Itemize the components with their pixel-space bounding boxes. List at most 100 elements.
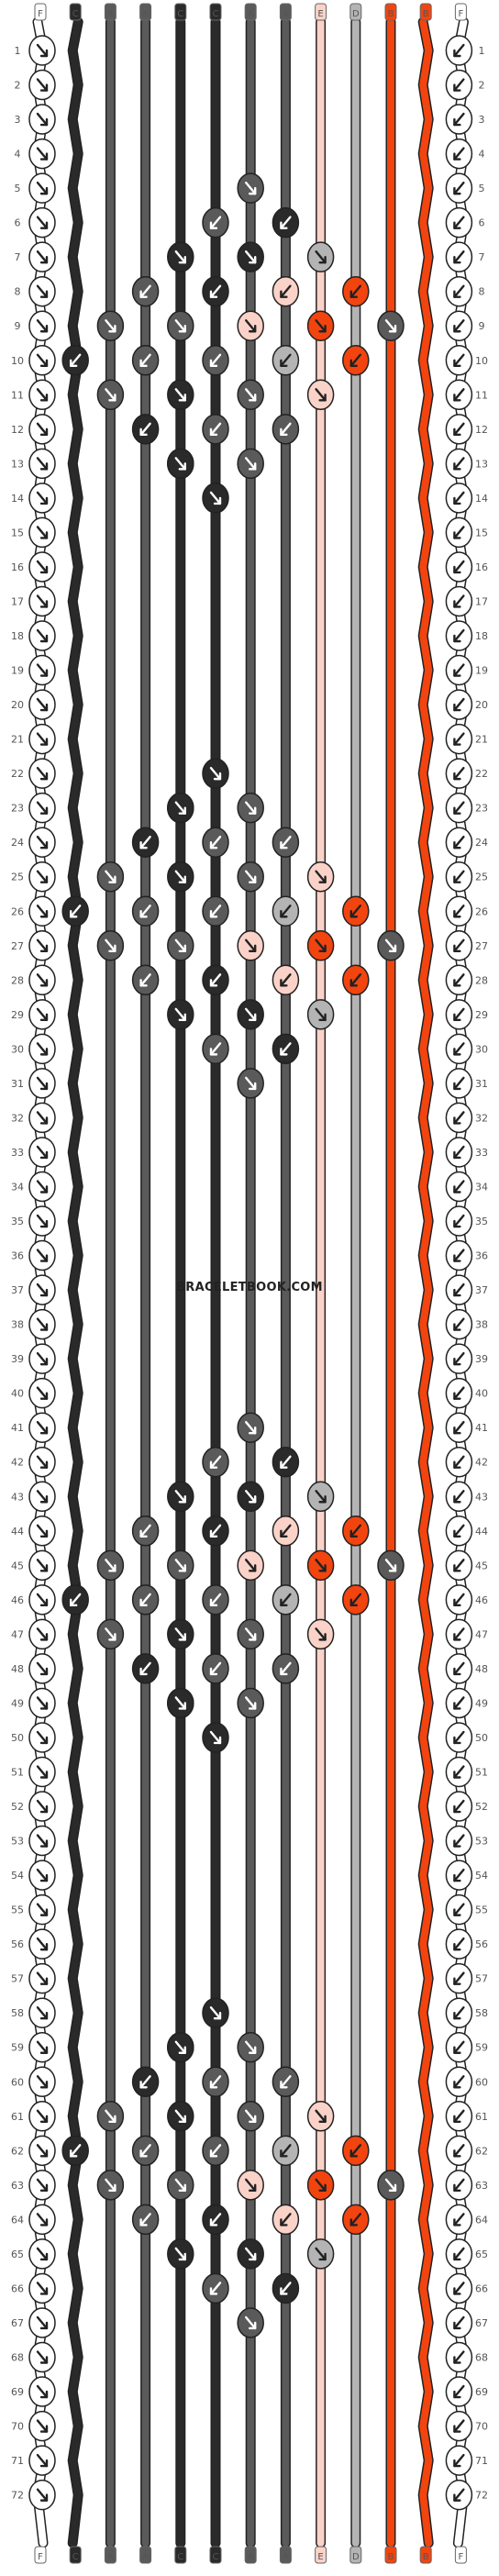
edge-knot-right: [445, 35, 473, 66]
edge-knot-left: [28, 275, 56, 307]
row-number-left: 37: [11, 1284, 24, 1296]
edge-knot-right: [445, 861, 473, 893]
pattern-knot: [96, 1618, 125, 1650]
row-number-right: 14: [475, 493, 488, 505]
string-color-swatch-top: [174, 3, 187, 21]
edge-knot-left: [28, 1274, 56, 1305]
pattern-knot: [131, 345, 160, 376]
edge-knot-right: [445, 689, 473, 720]
edge-knot-right: [445, 2445, 473, 2476]
pattern-knot: [96, 2170, 125, 2201]
string-letter-bottom: C: [177, 2552, 183, 2562]
pattern-knot: [306, 2101, 335, 2132]
edge-knot-left: [28, 2376, 56, 2407]
pattern-knot: [306, 241, 335, 272]
row-number-left: 14: [11, 493, 24, 505]
row-number-right: 47: [475, 1628, 488, 1640]
edge-knot-right: [445, 999, 473, 1030]
edge-knot-left: [28, 1446, 56, 1478]
row-number-right: 43: [475, 1491, 488, 1503]
row-number-right: 55: [475, 1904, 488, 1916]
row-number-right: 51: [475, 1767, 488, 1779]
string-color-swatch-bottom: [279, 2546, 292, 2564]
row-number-right: 40: [475, 1388, 488, 1400]
pattern-knot: [272, 1584, 300, 1616]
pattern-knot: [202, 895, 229, 927]
pattern-knot: [237, 999, 264, 1030]
pattern-knot: [167, 2101, 194, 2132]
pattern-knot: [167, 861, 194, 893]
string-color-swatch-bottom: [244, 2546, 257, 2564]
edge-knot-right: [445, 2479, 473, 2511]
pattern-knot: [167, 2238, 194, 2270]
edge-knot-left: [28, 172, 56, 204]
pattern-knot: [167, 1481, 194, 1513]
pattern-knot: [167, 310, 194, 341]
pattern-knot: [272, 2066, 300, 2098]
edge-knot-left: [28, 2101, 56, 2132]
pattern-knot: [237, 1481, 264, 1513]
string-letter-top: A: [107, 9, 114, 19]
edge-knot-left: [28, 1171, 56, 1203]
edge-knot-right: [445, 2272, 473, 2304]
string-color-swatch-bottom: [315, 2546, 327, 2564]
string-letter-bottom: A: [283, 2552, 289, 2562]
pattern-knot: [131, 2135, 160, 2167]
row-number-right: 15: [475, 527, 488, 539]
connector-knot: [167, 1687, 194, 1719]
edge-knot-left: [28, 1687, 56, 1719]
row-number-left: 36: [11, 1250, 24, 1262]
edge-knot-right: [445, 483, 473, 514]
row-number-left: 38: [11, 1319, 24, 1331]
edge-knot-left: [28, 1033, 56, 1065]
edge-knot-left: [28, 1584, 56, 1616]
pattern-knot: [96, 2101, 125, 2132]
pattern-knot: [272, 1033, 300, 1065]
pattern-knot: [202, 964, 229, 996]
edge-knot-left: [28, 689, 56, 720]
edge-knot-left: [28, 861, 56, 893]
edge-knot-left: [28, 1205, 56, 1237]
pattern-knot: [342, 1584, 370, 1616]
edge-knot-left: [28, 1722, 56, 1753]
pattern-knot: [202, 1446, 229, 1478]
edge-knot-right: [445, 2307, 473, 2338]
edge-knot-left: [28, 1377, 56, 1409]
row-number-left: 13: [11, 458, 24, 470]
string-color-swatch-bottom: [69, 2546, 82, 2564]
connector-knot: [202, 483, 229, 514]
pattern-knot: [167, 1618, 194, 1650]
edge-knot-right: [445, 1791, 473, 1822]
row-number-right: 48: [475, 1663, 488, 1675]
row-number-left: 39: [11, 1353, 24, 1365]
string-color-swatch-top: [384, 3, 397, 21]
row-number-right: 30: [475, 1043, 488, 1055]
pattern-knot: [202, 414, 229, 445]
edge-knot-right: [445, 172, 473, 204]
row-number-right: 63: [475, 2180, 488, 2192]
pattern-knot: [131, 827, 160, 858]
string-letter-top: A: [248, 9, 254, 19]
pattern-knot: [131, 1516, 160, 1547]
edge-knot-right: [445, 654, 473, 686]
row-number-left: 51: [11, 1767, 24, 1779]
edge-knot-right: [445, 1412, 473, 1443]
string-letter-top: D: [352, 9, 360, 19]
row-number-right: 39: [475, 1353, 488, 1365]
row-number-left: 47: [11, 1628, 24, 1640]
string-letter-top: F: [459, 9, 464, 19]
edge-knot-right: [445, 104, 473, 135]
row-number-right: 25: [475, 872, 488, 883]
edge-knot-left: [28, 241, 56, 272]
pattern-knot: [202, 1653, 229, 1684]
edge-knot-right: [445, 1860, 473, 1891]
edge-knot-left: [28, 1308, 56, 1340]
pattern-knot: [202, 275, 229, 307]
row-number-right: 69: [475, 2386, 488, 2398]
knots-layer: [28, 35, 473, 2511]
pattern-knot: [237, 2031, 264, 2063]
edge-knot-left: [28, 930, 56, 961]
edge-knot-left: [28, 1102, 56, 1134]
row-number-right: 17: [475, 595, 488, 607]
